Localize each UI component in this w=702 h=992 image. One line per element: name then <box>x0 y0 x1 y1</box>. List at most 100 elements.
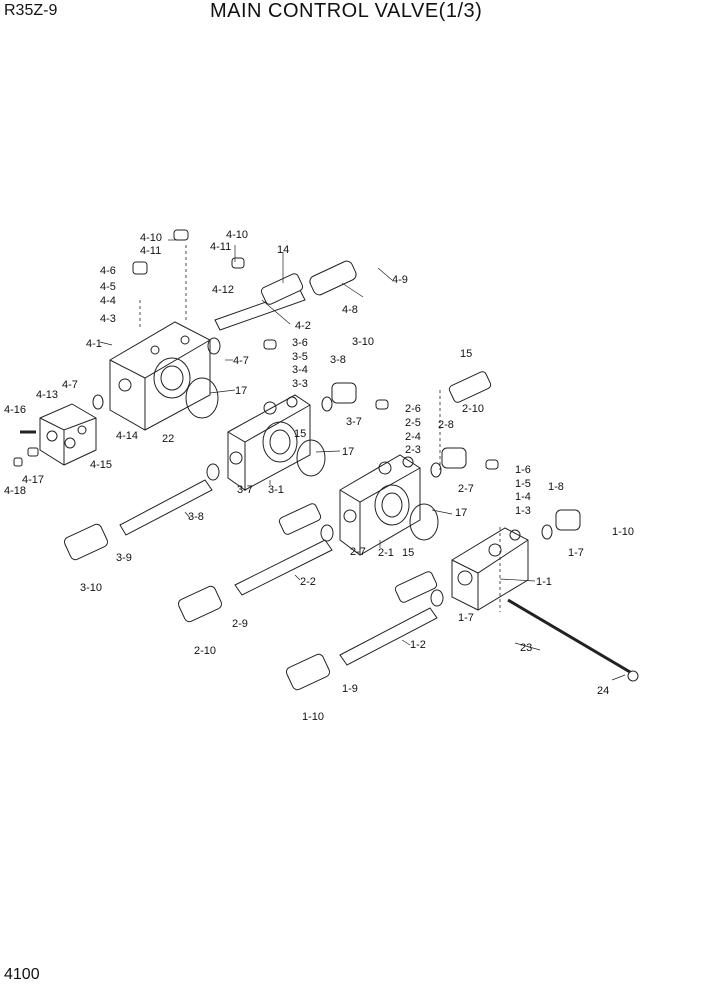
relief-valve-15-a <box>278 503 322 535</box>
cover-1-8 <box>555 509 581 531</box>
cover-3-8 <box>331 382 357 404</box>
cap-1-9 <box>285 653 331 691</box>
callout: 1-8 <box>548 481 564 493</box>
callout: 4-1 <box>86 338 102 350</box>
callout: 3-3 <box>292 378 308 390</box>
spool-1-2 <box>339 607 438 666</box>
callout: 4-8 <box>342 304 358 316</box>
callout: 2-10 <box>194 645 216 657</box>
callout: 4-6 <box>100 265 116 277</box>
callout: 2-8 <box>438 419 454 431</box>
callout: 1-6 <box>515 464 531 476</box>
callout: 3-1 <box>268 484 284 496</box>
callout: 2-4 <box>405 431 421 443</box>
callout: 2-3 <box>405 444 421 456</box>
callout: 1-5 <box>515 478 531 490</box>
callout: 4-15 <box>90 459 112 471</box>
relief-valve-15-c <box>448 371 492 403</box>
page-number: 4100 <box>4 966 40 983</box>
callout: 4-14 <box>116 430 138 442</box>
callout: 4-18 <box>4 485 26 497</box>
plug-4-6 <box>132 261 148 275</box>
cap-2-9 <box>177 585 223 623</box>
callout: 15 <box>402 547 414 559</box>
spool-4-2 <box>214 289 306 331</box>
o-ring-17-a <box>185 377 219 419</box>
callout: 4-17 <box>22 474 44 486</box>
o-ring-2-7 <box>430 462 442 478</box>
callout: 14 <box>277 244 289 256</box>
callout: 4-10 <box>226 229 248 241</box>
callout: 1-9 <box>342 683 358 695</box>
callout: 22 <box>162 433 174 445</box>
o-ring-1-7-b <box>430 589 444 607</box>
tie-rod-23 <box>507 598 631 674</box>
callout: 17 <box>342 446 354 458</box>
callout: 2-2 <box>300 576 316 588</box>
o-ring-3-7 <box>321 396 333 412</box>
valve-section-1-body <box>451 527 529 611</box>
o-ring-2-7-b <box>320 524 334 542</box>
callout: 3-10 <box>80 582 102 594</box>
plug-4-17 <box>27 447 39 457</box>
callout: 2-1 <box>378 547 394 559</box>
cap-3-9 <box>63 523 109 561</box>
plug-4-18 <box>13 457 23 467</box>
plug-3-6 <box>263 339 277 350</box>
callout: 1-7 <box>458 612 474 624</box>
callout: 1-10 <box>302 711 324 723</box>
o-ring-17-c <box>409 503 439 541</box>
callout: 3-10 <box>352 336 374 348</box>
callout: 3-8 <box>330 354 346 366</box>
spool-2-2 <box>234 539 333 596</box>
callout: 4-16 <box>4 404 26 416</box>
callout: 15 <box>460 348 472 360</box>
callout: 1-2 <box>410 639 426 651</box>
callout: 3-4 <box>292 364 308 376</box>
valve-section-4-body <box>109 321 211 431</box>
callout: 2-6 <box>405 403 421 415</box>
o-ring-3-7-b <box>206 463 220 481</box>
spool-3-2 <box>119 479 213 536</box>
callout: 4-10 <box>140 232 162 244</box>
callout: 17 <box>455 507 467 519</box>
callout-labels: 4-10 4-11 4-10 4-11 14 4-6 4-5 4-4 4-3 4… <box>4 229 634 723</box>
callout: 4-7 <box>62 379 78 391</box>
callout: 3-7 <box>237 484 253 496</box>
callout: 23 <box>520 642 532 654</box>
callout: 4-13 <box>36 389 58 401</box>
callout: 2-10 <box>462 403 484 415</box>
callout: 4-12 <box>212 284 234 296</box>
leader-lines <box>99 239 626 681</box>
plug-4-10-b <box>231 257 245 269</box>
callout: 3-7 <box>346 416 362 428</box>
relief-valve-14 <box>260 273 304 305</box>
model-code: R35Z-9 <box>4 2 58 19</box>
cover-4-8 <box>309 260 357 296</box>
plug-1-6 <box>485 459 499 470</box>
callout: 1-4 <box>515 491 531 503</box>
callout: 17 <box>235 385 247 397</box>
callout: 3-6 <box>292 337 308 349</box>
callout: 4-4 <box>100 295 116 307</box>
callout: 2-9 <box>232 618 248 630</box>
callout: 3-9 <box>116 552 132 564</box>
callout: 4-5 <box>100 281 116 293</box>
valve-section-3-body <box>227 394 311 491</box>
callout: 3-8 <box>188 511 204 523</box>
o-ring-4-7-b <box>92 394 104 410</box>
callout: 4-11 <box>140 245 161 257</box>
o-ring-4-7 <box>207 337 221 355</box>
callout: 1-3 <box>515 505 531 517</box>
callout: 2-7 <box>458 483 474 495</box>
relief-valve-15-b <box>394 571 438 603</box>
callout: 4-7 <box>233 355 249 367</box>
o-ring-1-7 <box>541 524 553 540</box>
callout: 3-5 <box>292 351 308 363</box>
callout: 1-7 <box>568 547 584 559</box>
callout: 1-10 <box>612 526 634 538</box>
callout: 15 <box>294 428 306 440</box>
page-title: MAIN CONTROL VALVE(1/3) <box>210 0 483 22</box>
callout: 4-9 <box>392 274 408 286</box>
callout: 4-3 <box>100 313 116 325</box>
